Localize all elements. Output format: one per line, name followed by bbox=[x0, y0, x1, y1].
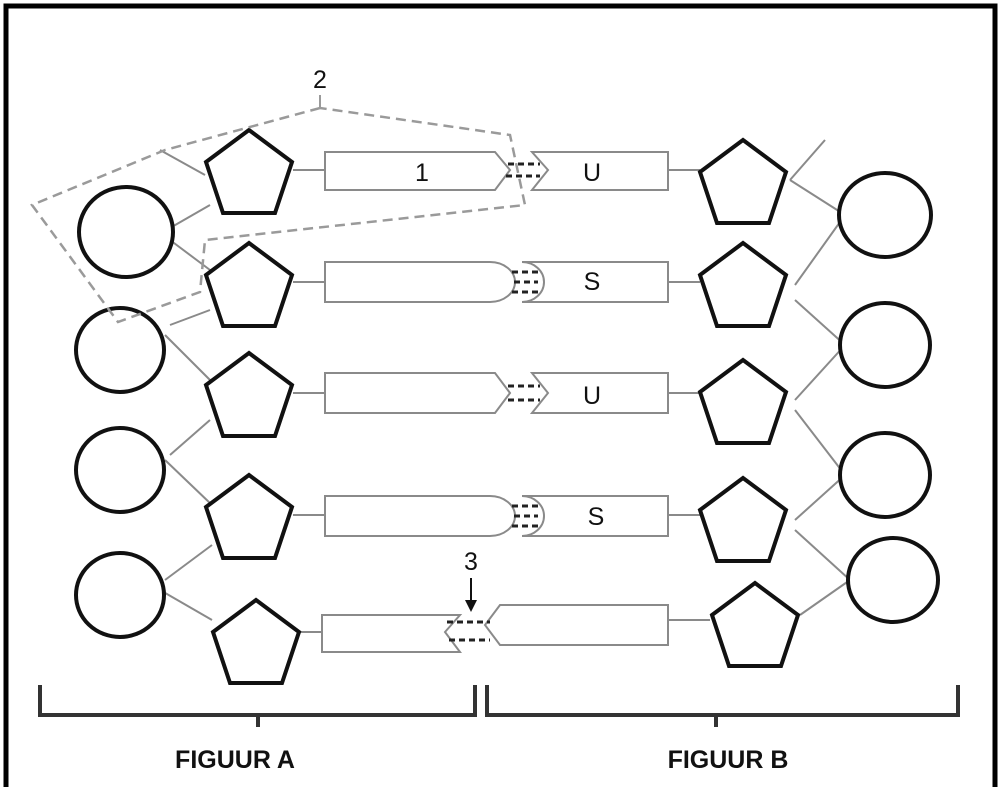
phosphate-circle bbox=[838, 431, 932, 519]
base-cupped bbox=[521, 495, 669, 537]
bases-left bbox=[321, 151, 516, 653]
left-backbone bbox=[159, 149, 213, 621]
label-3: 3 bbox=[464, 548, 478, 576]
bases-right bbox=[483, 151, 669, 646]
base-letter-3: U bbox=[583, 382, 601, 410]
base-rounded bbox=[324, 261, 516, 303]
label-1: 1 bbox=[415, 159, 429, 187]
sugar-pentagon bbox=[697, 357, 789, 445]
phosphate-circle bbox=[77, 185, 175, 279]
sugar-pentagon bbox=[203, 240, 295, 328]
sugar-pentagon bbox=[697, 475, 789, 563]
hydrogen-bonds bbox=[447, 162, 540, 642]
caption-figure-b: FIGUUR B bbox=[668, 746, 789, 774]
phosphate-circle bbox=[846, 536, 940, 624]
phosphate-circle bbox=[837, 171, 933, 259]
base-cupped bbox=[521, 261, 669, 303]
base-pointed bbox=[483, 604, 669, 646]
sugars-right bbox=[697, 137, 801, 668]
sugars-left bbox=[203, 127, 302, 685]
phosphate-circle bbox=[74, 306, 166, 394]
sugar-pentagon bbox=[709, 580, 801, 668]
sugar-pentagon bbox=[697, 240, 789, 328]
sugar-pentagon bbox=[203, 472, 295, 560]
sugar-pentagon bbox=[203, 350, 295, 438]
phosphates-left bbox=[74, 185, 175, 639]
base-notched bbox=[529, 372, 669, 414]
figure-border bbox=[3, 3, 998, 787]
bracket-figure-a bbox=[38, 685, 477, 727]
base-pointed bbox=[324, 151, 512, 191]
base-notched bbox=[529, 151, 669, 191]
base-notched bbox=[321, 614, 463, 653]
phosphate-circle bbox=[74, 551, 166, 639]
phosphates-right bbox=[837, 171, 940, 624]
bracket-figure-b bbox=[485, 685, 960, 727]
sugar-pentagon bbox=[210, 597, 302, 685]
phosphate-circle bbox=[74, 426, 166, 514]
sugar-base-connectors bbox=[293, 169, 710, 633]
nucleotide-outline bbox=[30, 106, 527, 324]
phosphate-circle bbox=[838, 301, 932, 389]
base-pointed bbox=[324, 372, 512, 414]
label-3-arrowhead bbox=[465, 600, 477, 612]
sugar-pentagon bbox=[203, 127, 295, 215]
base-letter-1: U bbox=[583, 159, 601, 187]
base-letter-4: S bbox=[588, 503, 605, 531]
base-rounded bbox=[324, 495, 516, 537]
caption-figure-a: FIGUUR A bbox=[175, 746, 295, 774]
sugar-pentagon bbox=[697, 137, 789, 225]
label-2: 2 bbox=[313, 66, 327, 94]
right-backbone bbox=[789, 139, 851, 616]
base-letter-2: S bbox=[584, 268, 601, 296]
